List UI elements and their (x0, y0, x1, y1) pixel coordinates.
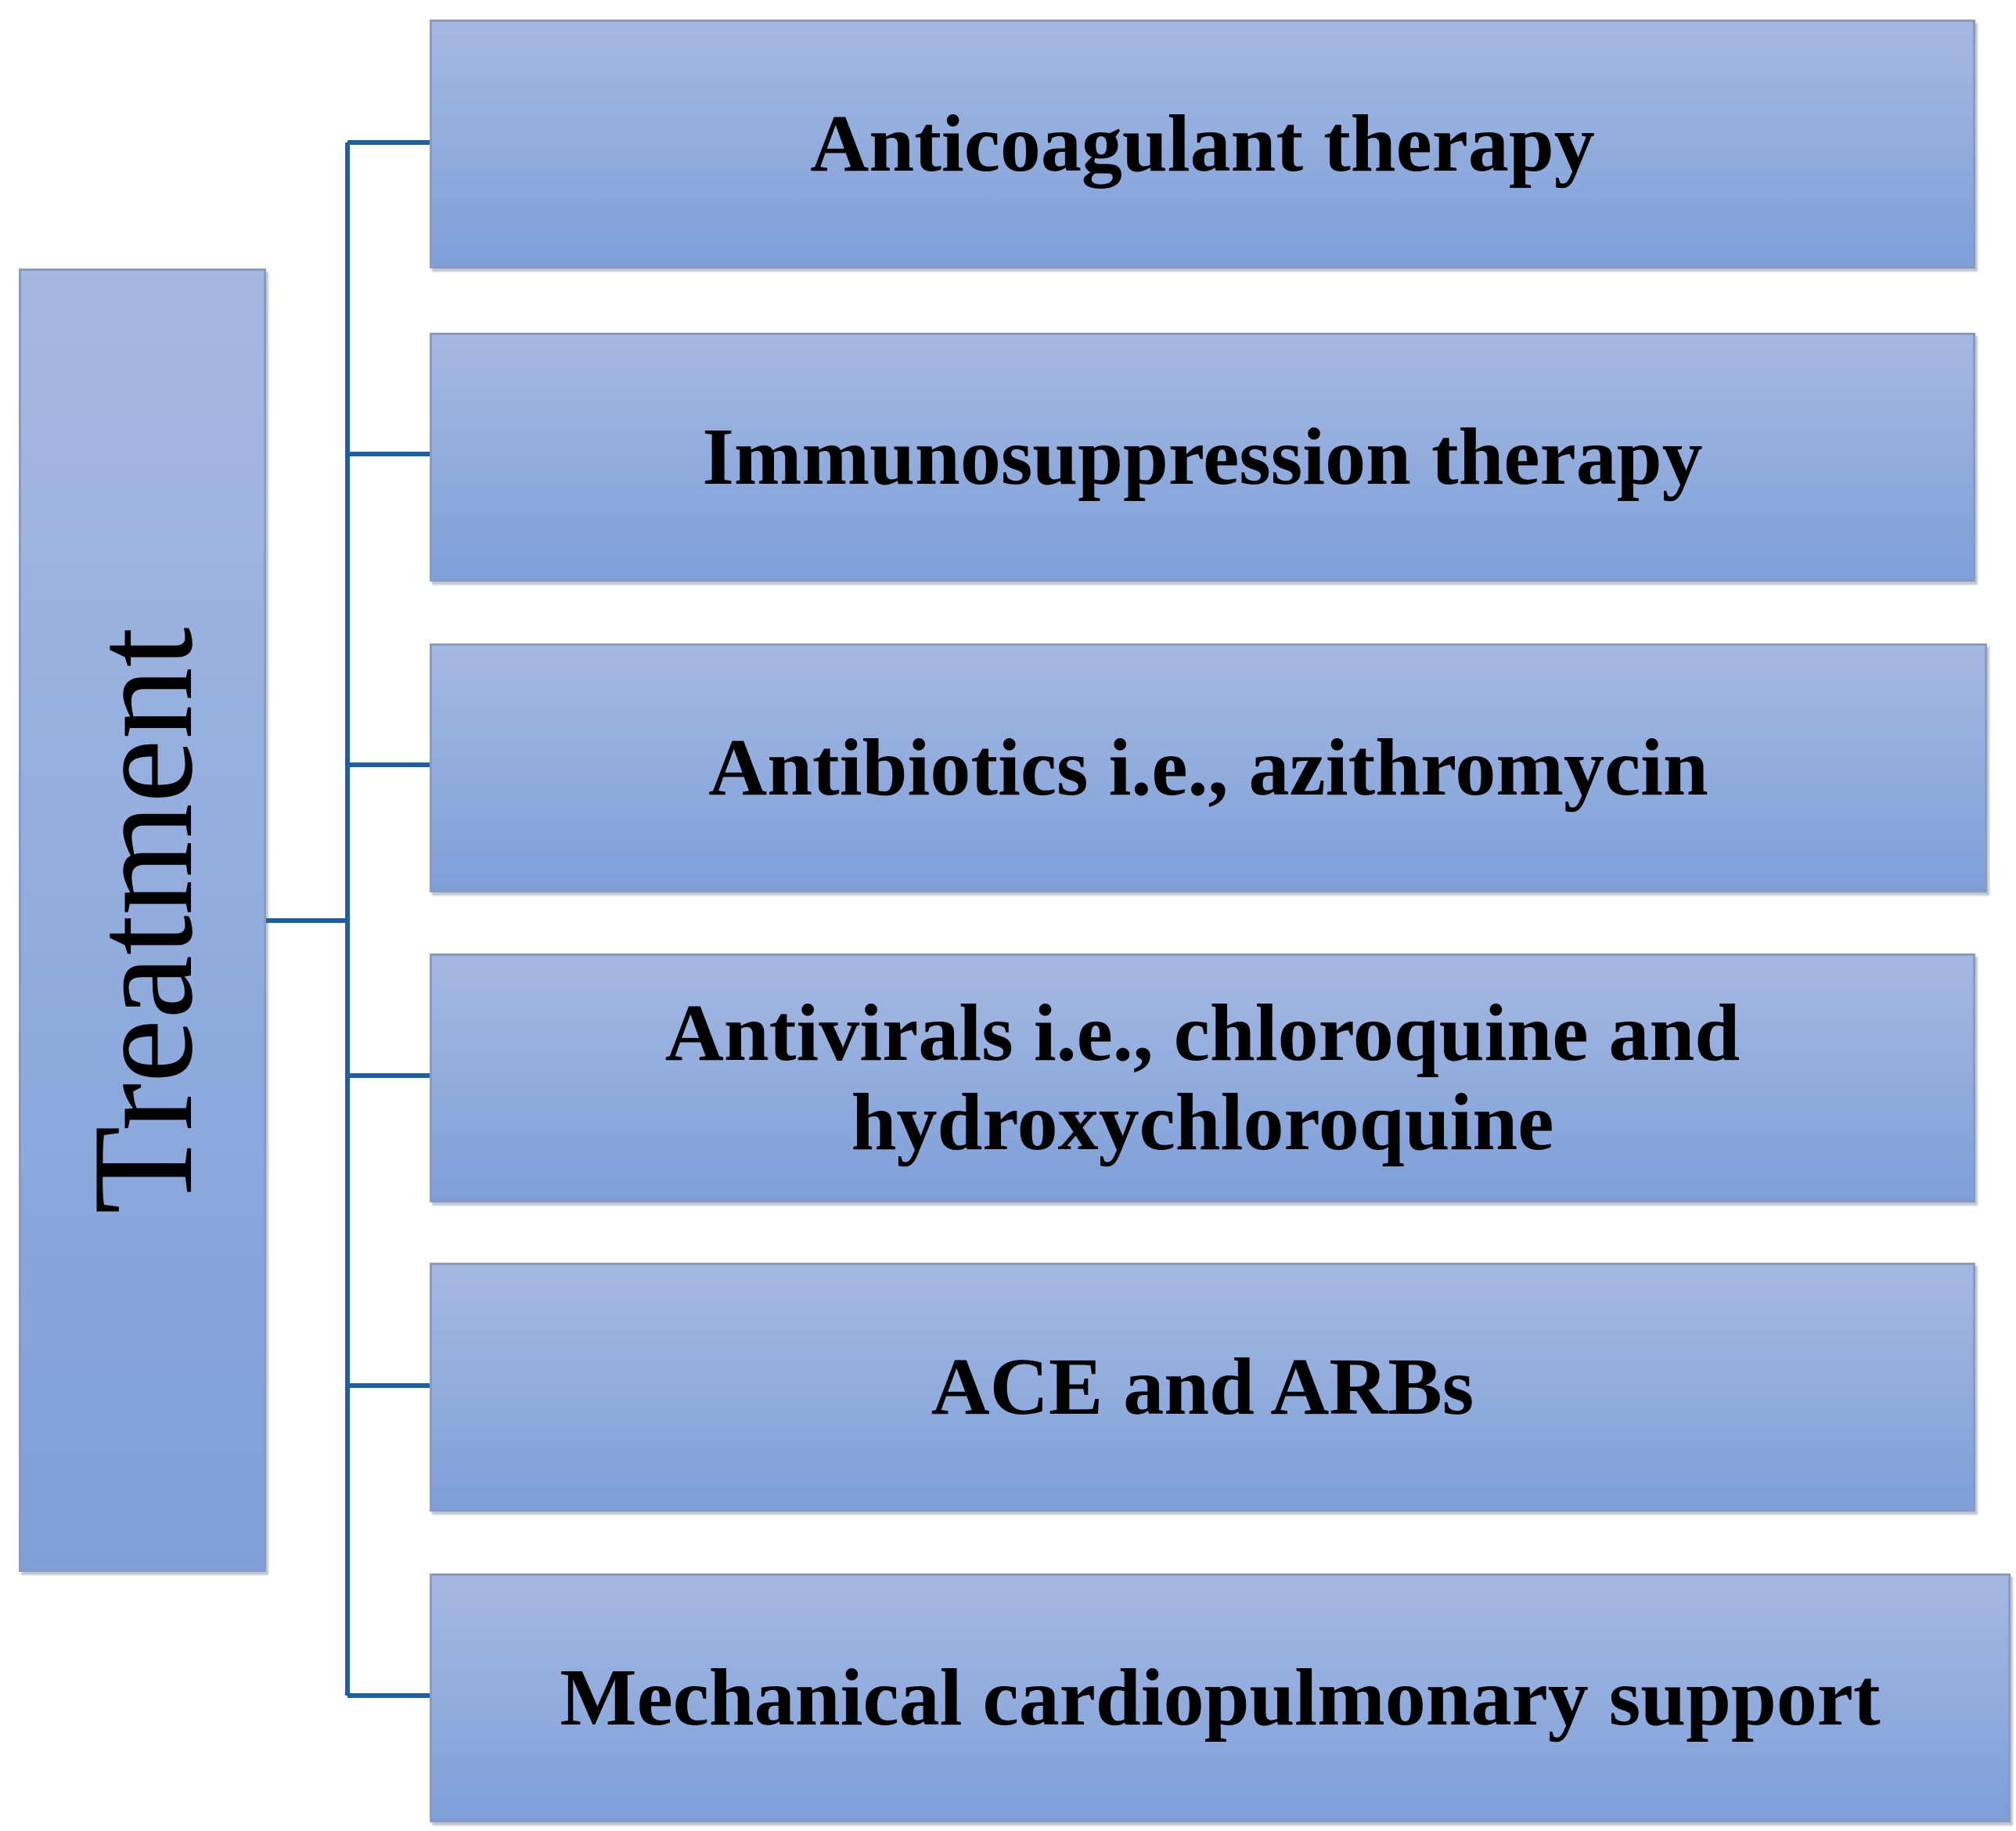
branch-node-antivirals: Antivirals i.e., chloroquine and hydroxy… (430, 953, 1975, 1202)
branch-node-anticoagulant: Anticoagulant therapy (430, 20, 1975, 269)
root-node-treatment: Treatment (19, 269, 266, 1572)
branch-node-immunosuppression: Immunosuppression therapy (430, 333, 1975, 582)
branch-node-antibiotics: Antibiotics i.e., azithromycin (430, 643, 1987, 892)
root-node-label: Treatment (63, 626, 222, 1214)
branch-node-label: Mechanical cardiopulmonary support (560, 1652, 1881, 1743)
branch-node-label: ACE and ARBs (931, 1341, 1474, 1432)
branch-node-mechanical-support: Mechanical cardiopulmonary support (430, 1573, 2011, 1822)
branch-node-label: Antibiotics i.e., azithromycin (708, 722, 1708, 813)
branch-node-label: Antivirals i.e., chloroquine and hydroxy… (664, 987, 1741, 1167)
branch-node-ace-arbs: ACE and ARBs (430, 1263, 1975, 1512)
branch-node-label: Anticoagulant therapy (810, 98, 1595, 189)
branch-node-label: Immunosuppression therapy (702, 411, 1703, 502)
